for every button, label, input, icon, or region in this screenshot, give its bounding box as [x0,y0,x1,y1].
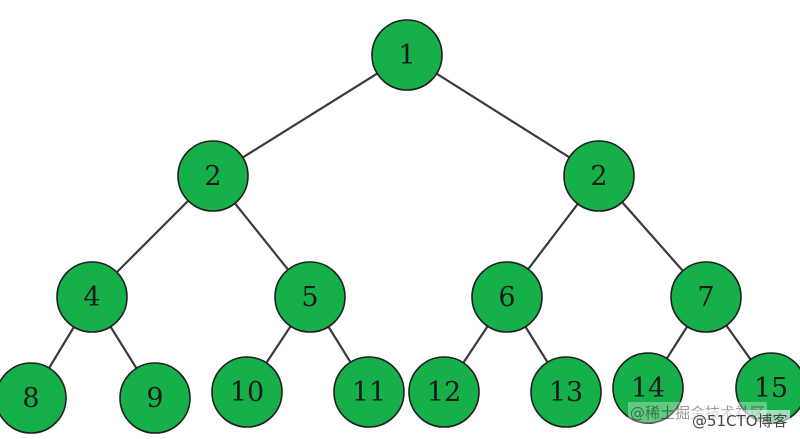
edges-layer [30,54,772,399]
node-label: 9 [146,383,163,414]
tree-node-n8: 8 [0,362,67,434]
node-label: 13 [549,377,583,408]
tree-node-n2: 2 [177,140,249,212]
node-label: 8 [22,383,39,414]
node-label: 10 [230,377,264,408]
node-circle [333,356,405,428]
node-circle [177,140,249,212]
tree-node-n3: 2 [563,140,635,212]
node-circle [612,352,684,424]
watermark-51cto: @51CTO博客 [690,410,790,431]
node-label: 2 [204,161,221,192]
node-label: 2 [590,161,607,192]
tree-node-n14: 14 [612,352,684,424]
node-circle [211,356,283,428]
tree-node-n11: 11 [333,356,405,428]
node-label: 6 [498,282,515,313]
edge-n1-n2 [212,54,408,177]
node-circle [119,362,191,434]
node-label: 1 [398,40,415,71]
tree-node-n12: 12 [408,356,480,428]
node-label: 15 [754,373,788,404]
tree-node-n7: 7 [670,261,742,333]
tree-node-n10: 10 [211,356,283,428]
tree-node-n9: 9 [119,362,191,434]
tree-node-n5: 5 [274,261,346,333]
node-label: 11 [352,377,386,408]
node-circle [0,362,67,434]
tree-node-n4: 4 [56,261,128,333]
tree-node-n6: 6 [471,261,543,333]
node-label: 14 [631,373,665,404]
tree-node-n1: 1 [371,19,443,91]
node-circle [408,356,480,428]
node-label: 7 [697,282,714,313]
node-label: 4 [83,282,100,313]
edge-n1-n3 [406,54,600,177]
node-circle [563,140,635,212]
node-circle [670,261,742,333]
node-circle [371,19,443,91]
node-label: 5 [301,282,318,313]
node-circle [530,356,602,428]
node-circle [56,261,128,333]
node-circle [471,261,543,333]
node-label: 12 [427,377,461,408]
tree-node-n13: 13 [530,356,602,428]
node-circle [274,261,346,333]
